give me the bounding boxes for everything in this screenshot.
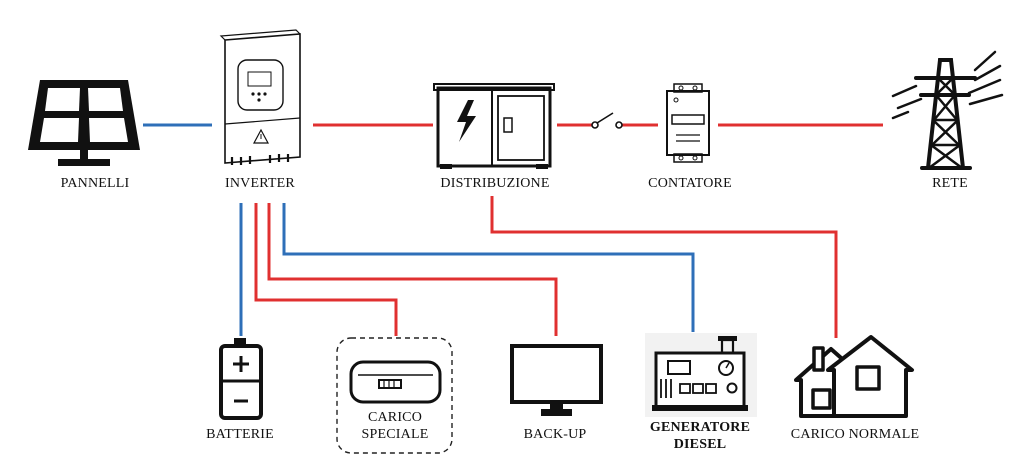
line-distribution-normal-load <box>490 196 838 338</box>
power-tower-icon <box>891 50 1004 170</box>
label-grid: RETE <box>932 176 968 191</box>
houses-icon <box>794 335 914 418</box>
label-distribution: DISTRIBUZIONE <box>440 176 550 191</box>
diesel-generator-icon <box>652 336 748 411</box>
air-conditioner-icon <box>349 360 442 404</box>
solar-panel-icon <box>28 80 140 166</box>
label-batteries: BATTERIE <box>206 427 274 442</box>
special-load-frame <box>336 337 453 454</box>
label-panels: PANNELLI <box>60 176 130 191</box>
label-generator-line1: GENERATORE <box>649 420 751 435</box>
label-backup: BACK-UP <box>523 427 587 442</box>
label-inverter: INVERTER <box>225 176 295 191</box>
label-meter: CONTATORE <box>648 176 732 191</box>
line-inverter-generator <box>282 203 695 332</box>
distribution-cabinet-icon <box>433 83 555 169</box>
label-generator-line2: DIESEL <box>673 437 727 452</box>
label-special-load-line2: SPECIALE <box>361 427 429 442</box>
monitor-icon <box>510 344 603 416</box>
label-special-load-line1: CARICO <box>367 410 423 425</box>
switch-icon <box>591 112 623 129</box>
line-inverter-backup <box>267 203 558 336</box>
inverter-icon <box>219 29 301 165</box>
label-normal-load: CARICO NORMALE <box>790 427 920 442</box>
battery-icon <box>219 338 263 420</box>
line-inverter-special-load <box>254 203 398 336</box>
connection-lines <box>143 123 883 338</box>
energy-meter-icon <box>666 83 710 163</box>
